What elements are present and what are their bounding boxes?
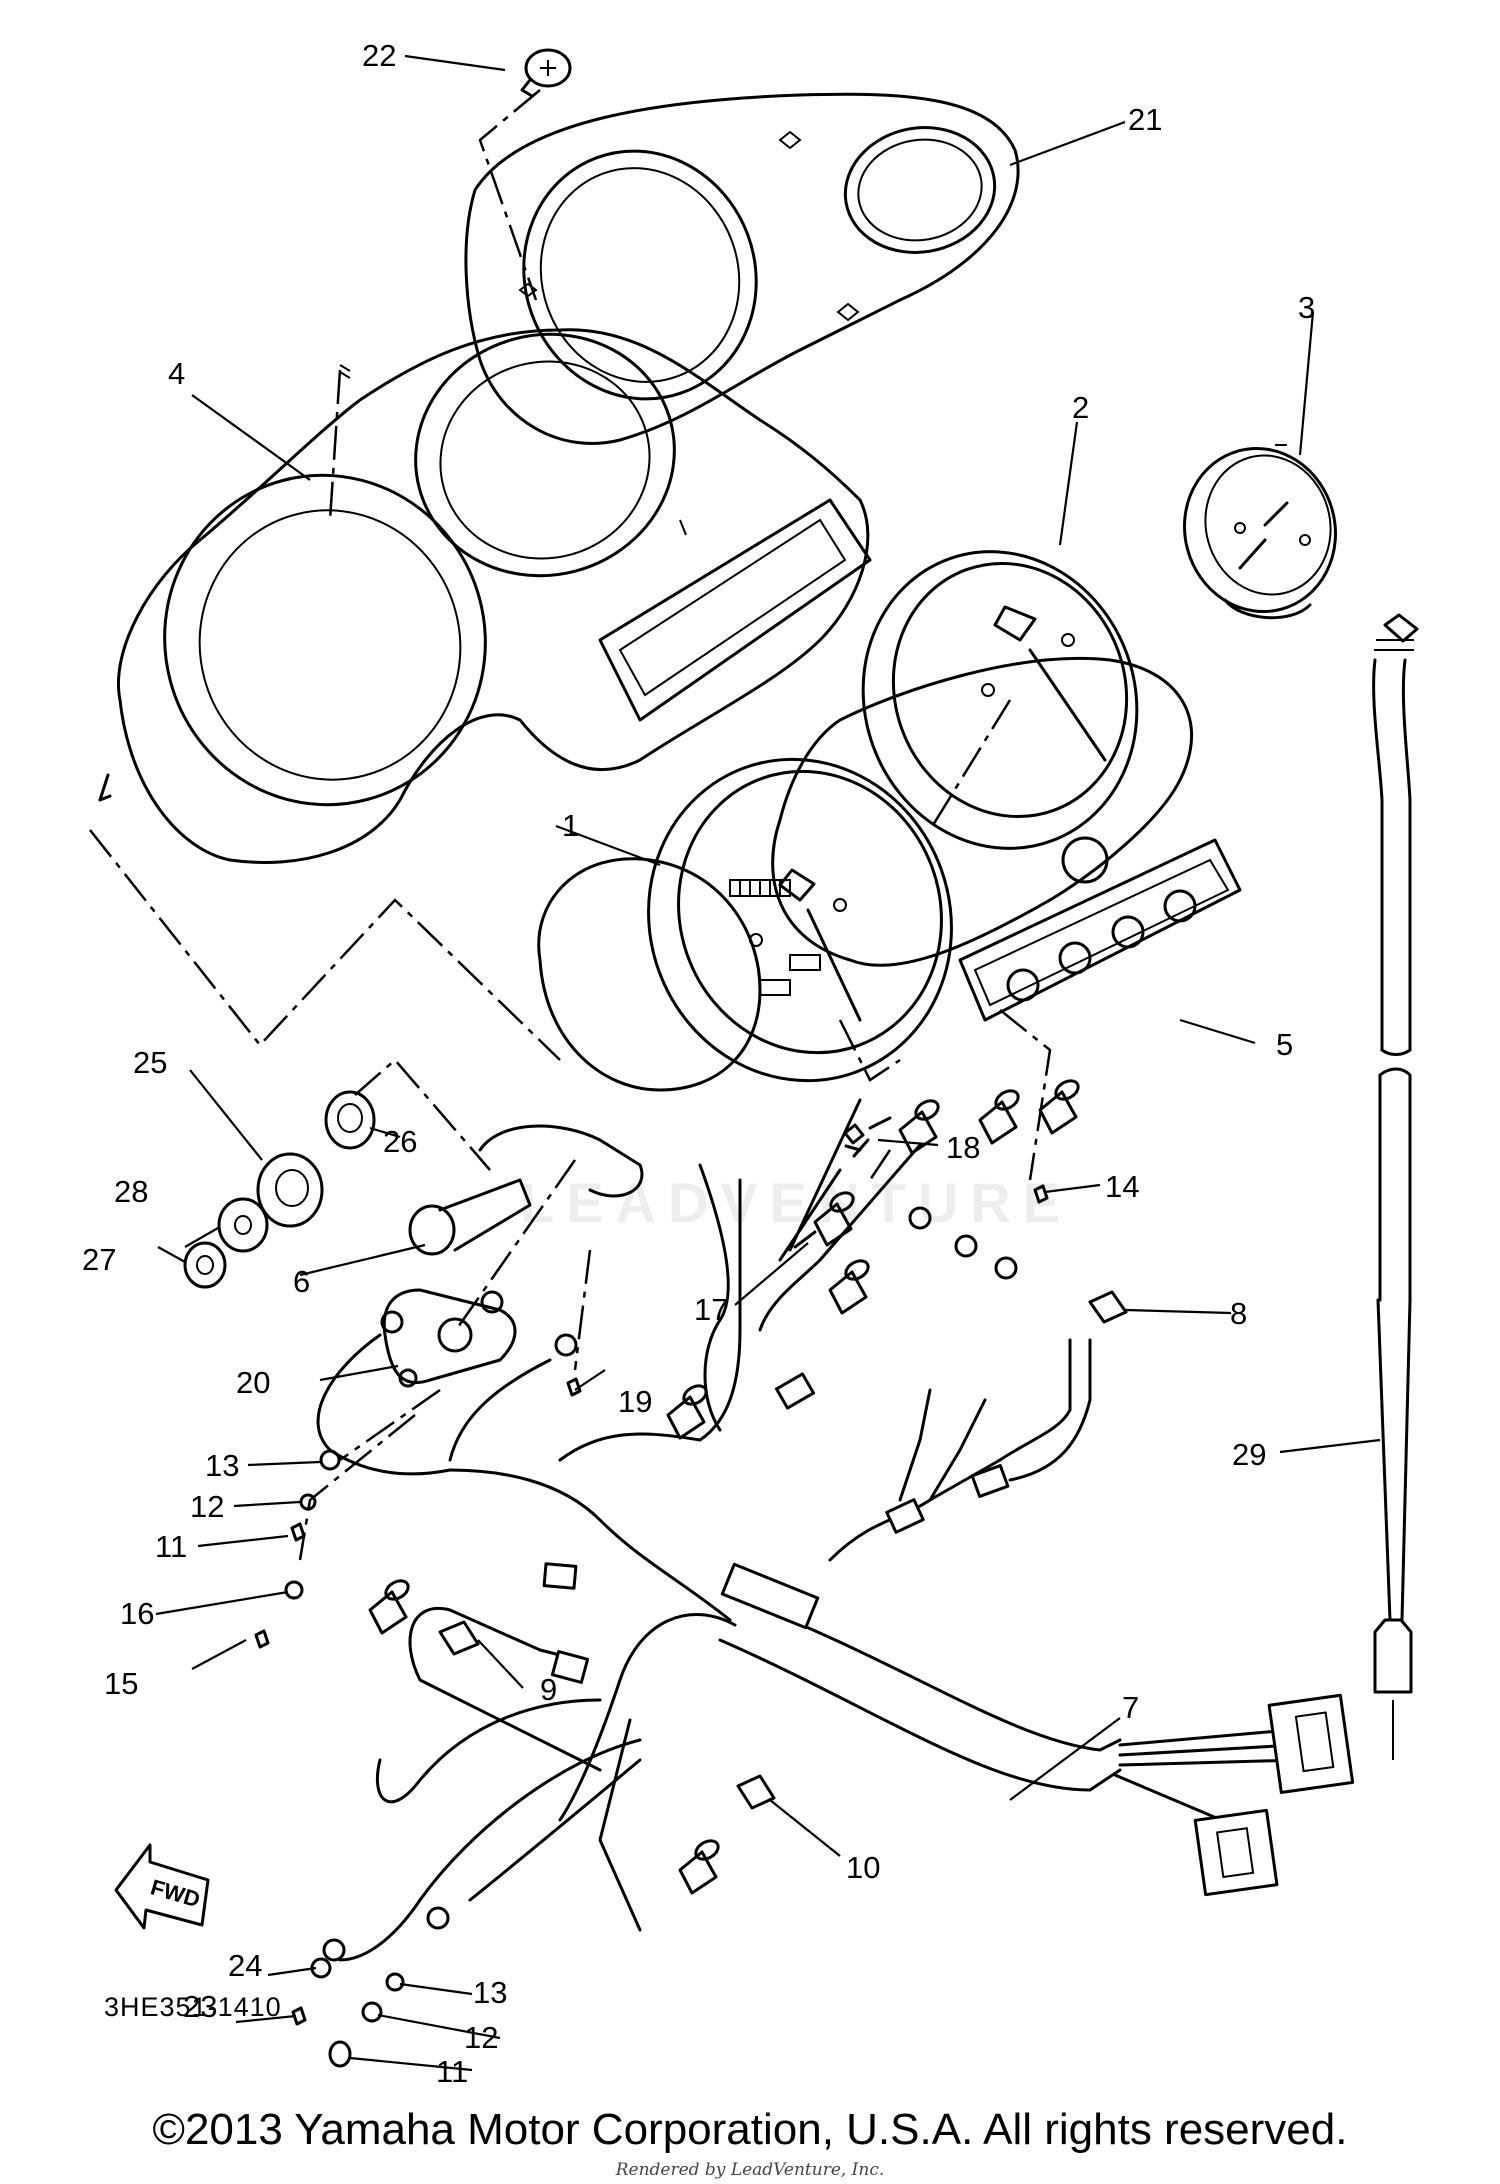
part-26-grommet: [324, 1090, 376, 1150]
callout-28: 28: [114, 1174, 148, 1209]
part-3-gauge: [1183, 444, 1337, 620]
callout-17: 17: [694, 1292, 728, 1327]
part-20-switch: [382, 1288, 517, 1388]
part-2-tachometer: [861, 550, 1139, 850]
callout-1: 1: [562, 808, 579, 843]
callout-4: 4: [168, 356, 185, 391]
copyright-notice: ©2013 Yamaha Motor Corporation, U.S.A. A…: [152, 2105, 1348, 2154]
callout-6: 6: [293, 1264, 310, 1299]
callout-25: 25: [133, 1045, 167, 1080]
callout-13b: 13: [473, 1975, 507, 2010]
part-code: 3HE351-1410: [104, 1992, 282, 2022]
fwd-direction-arrow: FWD: [114, 1843, 210, 1930]
rendered-by: Rendered by LeadVenture, Inc.: [615, 2160, 885, 2180]
part-9-bulb: [438, 1620, 480, 1656]
callout-16: 16: [120, 1596, 154, 1631]
callout-10: 10: [846, 1850, 880, 1885]
part-25-grommet: [256, 1152, 324, 1228]
small-fasteners: [254, 1116, 1049, 2068]
callout-23: 23: [183, 1989, 217, 2024]
callout-21: 21: [1128, 102, 1162, 137]
callout-11a: 11: [155, 1529, 187, 1564]
part-4-meter-case: [98, 328, 872, 864]
callout-11b: 11: [436, 2054, 468, 2089]
ring-terminal: [322, 1206, 1018, 1962]
callout-20: 20: [236, 1365, 270, 1400]
callout-2: 2: [1072, 390, 1089, 425]
part-8-bulb: [1088, 1290, 1128, 1324]
part-21-bezel: [464, 92, 1020, 445]
callout-3: 3: [1298, 290, 1315, 325]
part-10-bulb: [736, 1774, 776, 1810]
leader-lines: [155, 54, 1381, 2072]
part-29-cable: [1372, 613, 1419, 1760]
callout-numbers: 1 2 3 4 5 6 7 8 9 10 11 11 12 12 13 13 1…: [82, 38, 1315, 2089]
part-27-nut: [183, 1241, 227, 1289]
callout-27: 27: [82, 1242, 116, 1277]
part-6-knob: [408, 1178, 532, 1256]
callout-29: 29: [1232, 1437, 1266, 1472]
callout-13a: 13: [205, 1448, 239, 1483]
watermark: LEADVENTURE: [520, 1171, 1073, 1234]
callout-26: 26: [383, 1124, 417, 1159]
callout-7: 7: [1122, 1690, 1139, 1725]
part-5-indicator-housing: [771, 656, 1242, 1022]
callout-24: 24: [228, 1948, 262, 1983]
callout-19: 19: [618, 1384, 652, 1419]
callout-22: 22: [362, 38, 396, 73]
callout-12b: 12: [464, 2020, 498, 2055]
callout-5: 5: [1276, 1027, 1293, 1062]
callout-15: 15: [104, 1666, 138, 1701]
bulb-socket: [368, 1079, 1080, 1895]
callout-14: 14: [1105, 1169, 1139, 1204]
callout-12a: 12: [190, 1489, 224, 1524]
part-22-screw: [520, 48, 572, 98]
callout-8: 8: [1230, 1296, 1247, 1331]
part-1-speedometer: [478, 757, 953, 1198]
callout-9: 9: [540, 1672, 557, 1707]
assembly-lines: [89, 89, 1052, 1561]
callout-18: 18: [946, 1130, 980, 1165]
part-28-washer: [217, 1197, 269, 1253]
part-7-wire-harness: [316, 1079, 1355, 1962]
